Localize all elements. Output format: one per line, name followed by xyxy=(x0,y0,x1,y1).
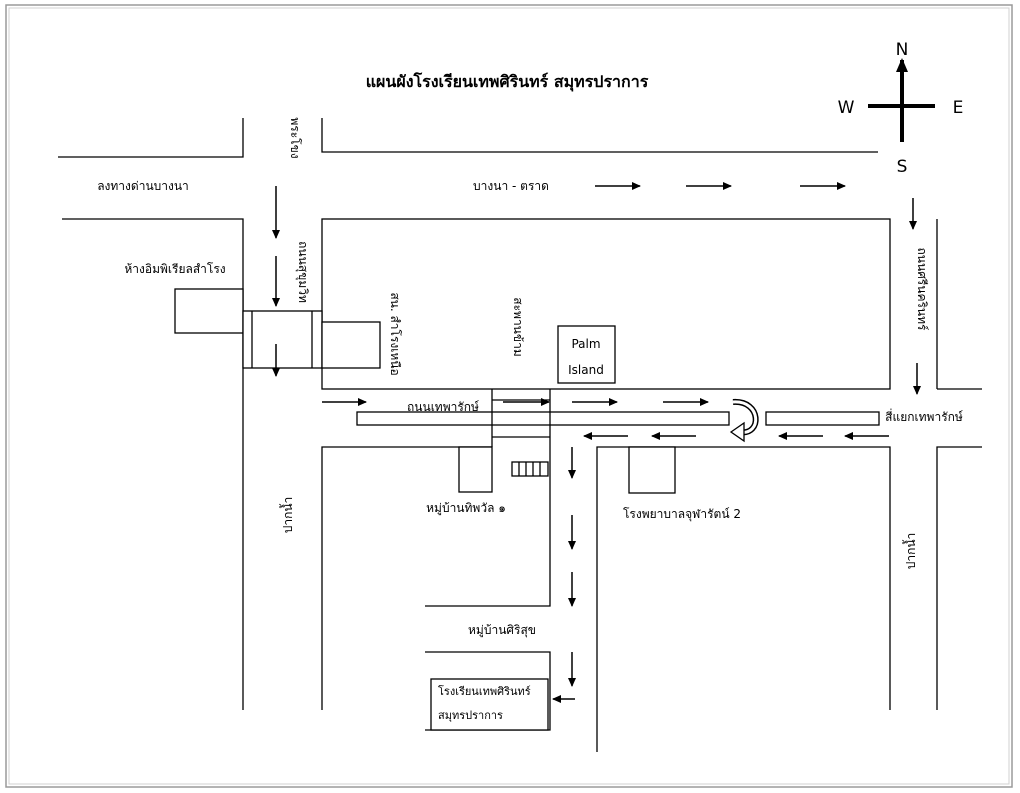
hospital-box xyxy=(628,446,676,494)
traffic-arrows xyxy=(272,182,921,703)
label-samrong-nuea: สน. สำโรงเหนือ xyxy=(388,292,402,375)
label-exit-bangna: ลงทางด่านบางนา xyxy=(97,179,189,193)
label-paknam-right: ปากน้ำ xyxy=(902,533,918,570)
palm-island-box xyxy=(557,325,616,384)
map-border xyxy=(5,4,1013,788)
label-imperial: ห้างอิมพิเรียลสำโรง xyxy=(124,262,225,276)
stairs-icon xyxy=(511,461,549,477)
label-theparak-road: ถนนเทพารักษ์ xyxy=(407,400,479,414)
label-theparak-junction: สี่แยกเทพารักษ์ xyxy=(885,408,963,424)
label-palm: Palm xyxy=(571,337,600,351)
label-island: Island xyxy=(568,363,604,377)
label-overpass: สะพานข้าม xyxy=(511,297,525,356)
label-hospital: โรงพยาบาลจุฬารัตน์ 2 xyxy=(623,507,741,522)
label-paknam-left: ปากน้ำ xyxy=(279,497,295,534)
label-srinakarin: ถนนศรีนครินทร์ xyxy=(915,248,929,332)
label-moo-tipwan: หมู่บ้านทิพวัล ๑ xyxy=(426,501,506,516)
moo-tipwan-box xyxy=(458,446,493,493)
map-title: แผนผังโรงเรียนเทพศิรินทร์ สมุทรปราการ xyxy=(366,71,649,92)
school-box xyxy=(430,678,549,731)
label-school-1: โรงเรียนเทพศิรินทร์ xyxy=(438,684,531,698)
compass-rose: N S W E xyxy=(838,40,964,177)
label-pra-kanong: พระโขง xyxy=(288,117,302,158)
sukhumvit-overpass xyxy=(174,288,381,369)
label-bangna-trat: บางนา - ตราด xyxy=(473,179,549,193)
compass-w: W xyxy=(838,98,855,118)
theparak-overpass xyxy=(491,389,551,447)
label-school-2: สมุทรปราการ xyxy=(438,709,503,722)
map-labels: พระโขง ลงทางด่านบางนา บางนา - ตราด ห้างอ… xyxy=(97,117,963,722)
label-moo-sirisuk: หมู่บ้านศิริสุข xyxy=(468,623,536,638)
label-sukhumvit: ถนนสุขุมวิท xyxy=(295,241,310,303)
compass-e: E xyxy=(953,98,964,118)
compass-s: S xyxy=(897,157,908,177)
compass-n: N xyxy=(896,40,909,60)
u-turn-arrow-icon xyxy=(729,398,759,443)
